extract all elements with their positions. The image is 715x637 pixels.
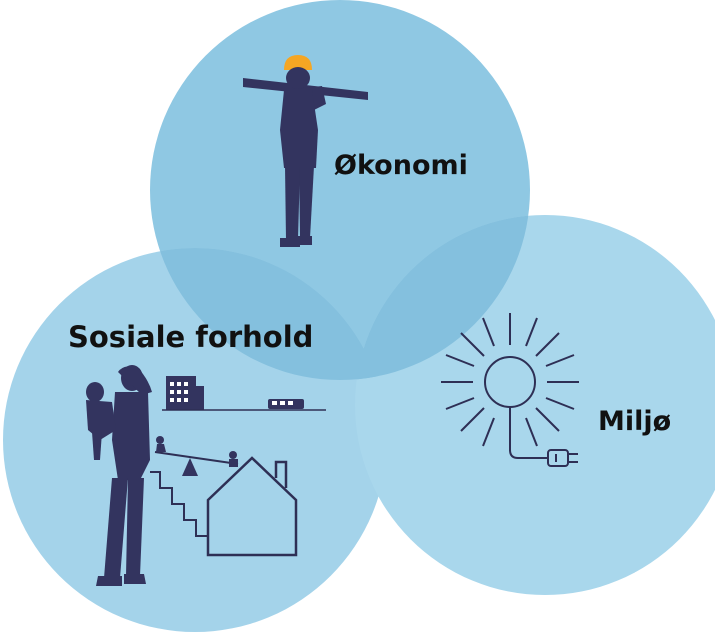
- sun-plug-icon: [441, 313, 579, 467]
- label-sosiale-forhold: Sosiale forhold: [68, 320, 314, 354]
- family-housing-icon: [86, 365, 326, 586]
- overlap-area: [150, 215, 530, 380]
- construction-worker-icon: [243, 55, 368, 247]
- label-okonomi: Økonomi: [334, 150, 468, 181]
- label-miljo: Miljø: [598, 406, 672, 437]
